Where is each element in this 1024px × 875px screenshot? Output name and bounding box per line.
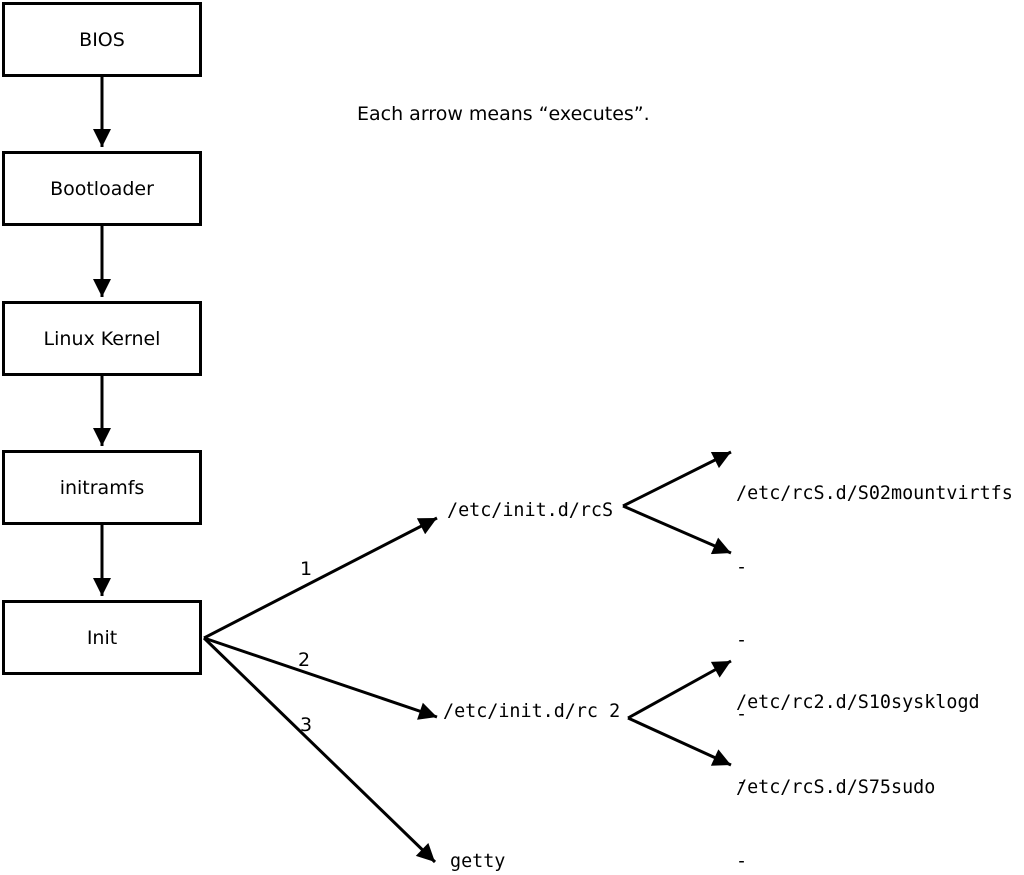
arrow-label-2: 2 <box>298 649 311 671</box>
node-initramfs: initramfs <box>2 450 202 525</box>
rc2-script-list: /etc/rc2.d/S10sysklogd - - - /etc/rc2.d/… <box>736 637 980 875</box>
arrow-rcs-to-first-script <box>622 450 732 508</box>
arrow-label-3: 3 <box>300 714 313 736</box>
ellipsis-dash: - <box>736 851 748 872</box>
arrow-rc2-to-last-script <box>627 716 732 767</box>
ellipsis-dash: - <box>736 630 748 651</box>
ellipsis-dash: - <box>736 556 748 578</box>
node-init-label: Init <box>86 626 118 649</box>
arrow-rcs-to-last-script <box>622 504 732 555</box>
target-rc2-script: /etc/init.d/rc 2 <box>443 701 621 722</box>
legend-note: Each arrow means “executes”. <box>357 103 650 125</box>
node-initramfs-label: initramfs <box>59 476 145 499</box>
node-bios: BIOS <box>2 2 202 77</box>
node-init: Init <box>2 600 202 675</box>
arrow-init-to-getty <box>202 636 437 864</box>
target-rcs-script: /etc/init.d/rcS <box>447 500 614 521</box>
arrow-rc2-to-first-script <box>627 659 732 720</box>
node-bootloader: Bootloader <box>2 151 202 226</box>
arrow-label-1: 1 <box>300 558 313 580</box>
rcs-script-list: /etc/rcS.d/S02mountvirtfs - - - /etc/rcS… <box>736 433 1013 850</box>
node-bios-label: BIOS <box>79 28 125 51</box>
ellipsis-dash: - <box>736 771 748 793</box>
node-linux-kernel-label: Linux Kernel <box>43 327 161 350</box>
arrow-init-to-rc2 <box>203 636 438 720</box>
node-bootloader-label: Bootloader <box>50 177 154 200</box>
target-getty: getty <box>450 851 506 872</box>
rcs-first-script: /etc/rcS.d/S02mountvirtfs <box>736 483 1013 504</box>
rc2-first-script: /etc/rc2.d/S10sysklogd <box>736 692 980 713</box>
node-linux-kernel: Linux Kernel <box>2 301 202 376</box>
arrow-init-to-rcs <box>203 516 438 640</box>
rcs-last-script: /etc/rcS.d/S75sudo <box>736 777 936 798</box>
ellipsis-dash: - <box>736 703 748 725</box>
